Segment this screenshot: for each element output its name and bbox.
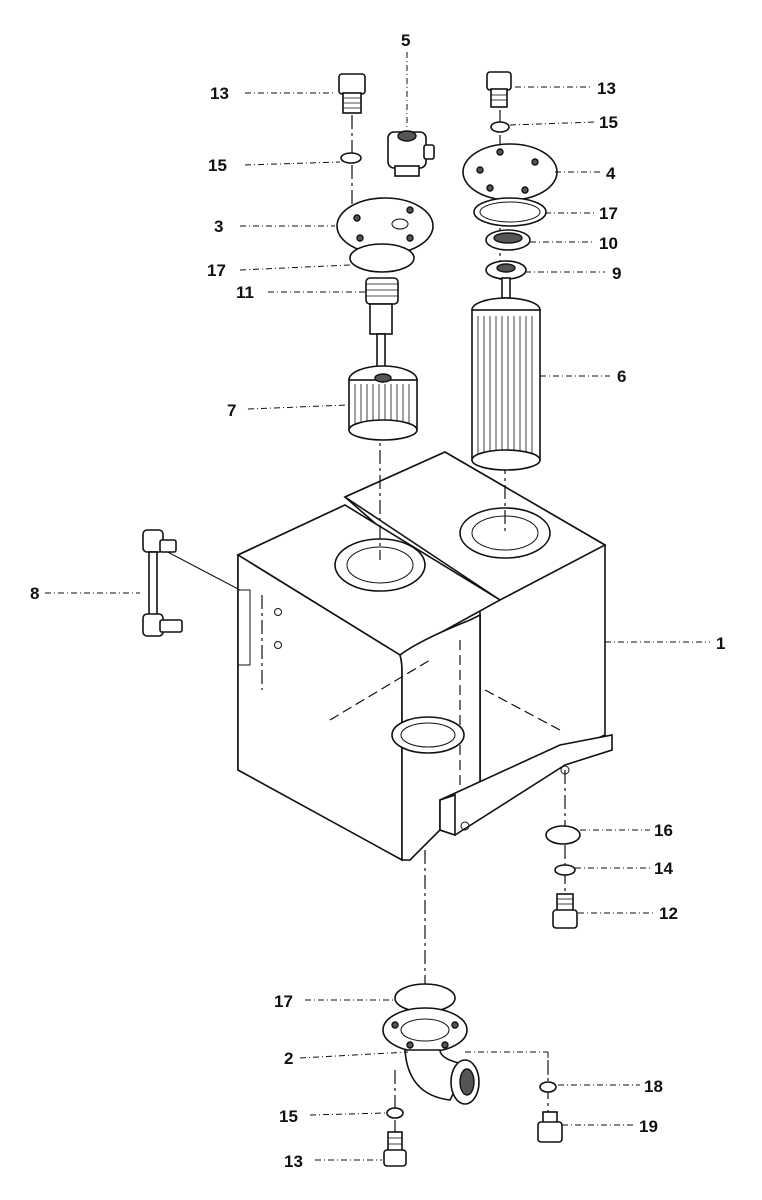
callout-18: 18 <box>644 1077 663 1096</box>
callout-8: 8 <box>30 584 39 603</box>
callout-7: 7 <box>227 401 236 420</box>
tank-body <box>236 451 613 862</box>
callout-13-top-left: 13 <box>210 84 229 103</box>
callout-14: 14 <box>654 859 673 878</box>
callout-3: 3 <box>214 217 223 236</box>
callout-6: 6 <box>617 367 626 386</box>
callout-2: 2 <box>284 1049 293 1068</box>
callout-16: 16 <box>654 821 673 840</box>
suction-elbow <box>382 983 563 1167</box>
callout-5: 5 <box>401 31 410 50</box>
left-filter-assembly <box>336 73 435 441</box>
callout-17-right: 17 <box>599 204 618 223</box>
leader-lines <box>45 52 710 1161</box>
right-filter-assembly <box>462 71 558 471</box>
callout-4: 4 <box>606 164 616 183</box>
drain-hardware <box>545 825 581 929</box>
callout-15-top-right: 15 <box>599 113 618 132</box>
callout-15-top-left: 15 <box>208 156 227 175</box>
callout-17-left: 17 <box>207 261 226 280</box>
callout-13-top-right: 13 <box>597 79 616 98</box>
callout-10: 10 <box>599 234 618 253</box>
callout-11: 11 <box>236 283 254 302</box>
callout-19: 19 <box>639 1117 658 1136</box>
callout-labels: 13 15 3 17 11 7 5 13 15 4 17 10 9 6 8 1 … <box>30 31 725 1171</box>
callout-9: 9 <box>612 264 621 283</box>
callout-12: 12 <box>659 904 678 923</box>
callout-15-bottom: 15 <box>279 1107 298 1126</box>
callout-17-bottom: 17 <box>274 992 293 1011</box>
callout-1: 1 <box>716 634 725 653</box>
level-gauge <box>142 529 183 637</box>
callout-13-bottom: 13 <box>284 1152 303 1171</box>
